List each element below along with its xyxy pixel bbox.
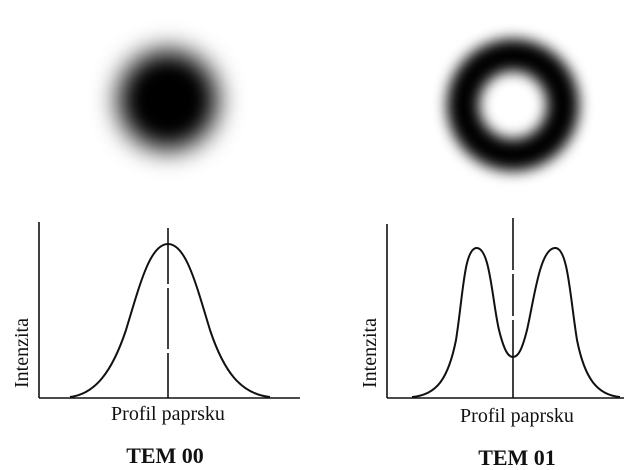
mode-caption: TEM 01	[478, 445, 556, 470]
panel-tem00: Intenzita Profil paprsku TEM 00	[11, 50, 300, 468]
x-axis-title: Profil paprsku	[111, 403, 225, 425]
x-axis-title: Profil paprsku	[460, 405, 574, 427]
beam-spot-tem01	[447, 39, 579, 171]
intensity-curve-tem01	[411, 247, 621, 398]
intensity-curve-tem00	[69, 242, 271, 398]
mode-caption: TEM 00	[126, 443, 204, 468]
axes-tem00	[38, 222, 300, 399]
y-axis-title: Intenzita	[359, 318, 381, 388]
panel-tem01: Intenzita Profil paprsku TEM 01	[359, 39, 624, 470]
beam-spot-tem00	[118, 50, 218, 150]
axes-tem01	[386, 218, 624, 399]
y-axis-title: Intenzita	[11, 318, 33, 388]
